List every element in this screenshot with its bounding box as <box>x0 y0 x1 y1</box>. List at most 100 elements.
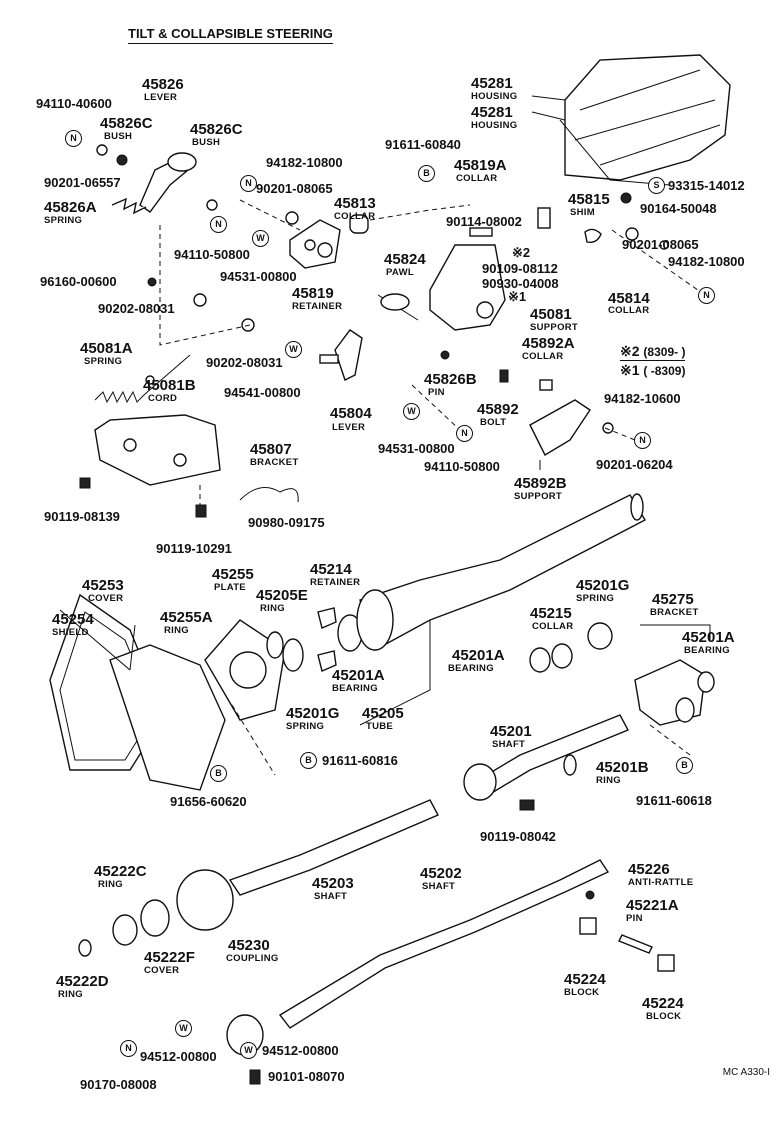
symbol-b-1: B <box>418 165 435 182</box>
part-45826b: 45826B <box>424 371 477 388</box>
part-45226-name: ANTI-RATTLE <box>628 877 694 888</box>
part-45254-name: SHIELD <box>52 627 89 638</box>
part-91611-60816: 91611-60816 <box>322 753 398 768</box>
part-45819-name: RETAINER <box>292 301 343 312</box>
symbol-n-3: N <box>65 130 82 147</box>
part-90201-06204: 90201-06204 <box>596 457 673 472</box>
symbol-n-6: N <box>456 425 473 442</box>
part-45892a-name: COLLAR <box>522 351 564 362</box>
part-96160-00600: 96160-00600 <box>40 274 117 289</box>
part-45222d-name: RING <box>58 989 83 1000</box>
part-45221a-name: PIN <box>626 913 643 924</box>
symbol-n-4: N <box>240 175 257 192</box>
part-45226: 45226 <box>628 861 670 878</box>
symbol-b-2: B <box>300 752 317 769</box>
part-45281-b-name: HOUSING <box>471 120 518 131</box>
part-45201a-c: 45201A <box>682 629 735 646</box>
part-45826c-a: 45826C <box>100 115 153 132</box>
part-90109-08112: 90109-08112 <box>482 261 558 276</box>
part-45804: 45804 <box>330 405 372 422</box>
part-45281-a: 45281 <box>471 75 513 92</box>
housing-drawing <box>559 54 731 186</box>
part-45081-name: SUPPORT <box>530 322 579 333</box>
legend-mark-2: ※2 (8309- ) <box>620 343 686 359</box>
part-45814: 45814 <box>608 290 650 307</box>
diagram-title: TILT & COLLAPSIBLE STEERING <box>128 26 333 44</box>
part-45254: 45254 <box>52 611 94 628</box>
part-45892: 45892 <box>477 401 519 418</box>
part-90201-08065-a: 90201-08065 <box>256 181 333 196</box>
symbol-n-1: N <box>698 287 715 304</box>
part-45253-name: COVER <box>88 593 124 604</box>
part-45205e: 45205E <box>256 587 308 604</box>
part-45201: 45201 <box>490 723 532 740</box>
part-90119-08042: 90119-08042 <box>480 829 556 844</box>
symbol-w-5: W <box>240 1042 257 1059</box>
part-45281-a-name: HOUSING <box>471 91 518 102</box>
mark-1-label: ※1 <box>508 289 527 304</box>
part-90202-08031-b: 90202-08031 <box>206 355 283 370</box>
part-45255a-name: RING <box>164 625 189 636</box>
part-45826c-a-name: BUSH <box>104 131 133 142</box>
part-90119-08139: 90119-08139 <box>44 509 120 524</box>
part-45815-name: SHIM <box>570 207 595 218</box>
part-94182-10800-b: 94182-10800 <box>668 254 745 269</box>
part-45201b: 45201B <box>596 759 649 776</box>
part-94110-50800-a: 94110-50800 <box>174 247 250 262</box>
part-45202-name: SHAFT <box>422 881 456 892</box>
part-45813: 45813 <box>334 195 376 212</box>
part-45819: 45819 <box>292 285 334 302</box>
symbol-w-3: W <box>403 403 420 420</box>
part-45826: 45826 <box>142 76 184 93</box>
part-45222d: 45222D <box>56 973 109 990</box>
part-94110-50800-b: 94110-50800 <box>424 459 500 474</box>
part-45253: 45253 <box>82 577 124 594</box>
part-45201a-c-name: BEARING <box>684 645 730 656</box>
part-45826c-b-name: BUSH <box>192 137 221 148</box>
part-45224-b: 45224 <box>642 995 684 1012</box>
part-94110-40600: 94110-40600 <box>36 96 112 111</box>
symbol-w-1: W <box>252 230 269 247</box>
part-45201a-b: 45201A <box>452 647 505 664</box>
part-45221a: 45221A <box>626 897 679 914</box>
part-45201g-a-name: SPRING <box>286 721 325 732</box>
part-45255a: 45255A <box>160 609 213 626</box>
part-90164-50048: 90164-50048 <box>640 201 717 216</box>
part-90114-08002: 90114-08002 <box>446 214 522 229</box>
part-45824-name: PAWL <box>386 267 414 278</box>
part-94512-00800-b: 94512-00800 <box>262 1043 339 1058</box>
part-45205e-name: RING <box>260 603 285 614</box>
part-45201g-b: 45201G <box>576 577 630 594</box>
legend-mark-1: ※1 ( -8309) <box>620 360 686 378</box>
part-45201b-name: RING <box>596 775 621 786</box>
part-45081b: 45081B <box>143 377 196 394</box>
part-45892b-name: SUPPORT <box>514 491 563 502</box>
part-45892b: 45892B <box>514 475 567 492</box>
part-45201a-b-name: BEARING <box>448 663 494 674</box>
part-45215: 45215 <box>530 605 572 622</box>
part-45214-name: RETAINER <box>310 577 361 588</box>
part-45205-name: TUBE <box>366 721 394 732</box>
part-45081: 45081 <box>530 306 572 323</box>
part-90201-06557: 90201-06557 <box>44 175 121 190</box>
part-45203: 45203 <box>312 875 354 892</box>
part-45255-name: PLATE <box>214 582 246 593</box>
symbol-s: S <box>648 177 665 194</box>
part-94531-00800-b: 94531-00800 <box>378 441 455 456</box>
part-93315-14012: 93315-14012 <box>668 178 745 193</box>
symbol-w-2: W <box>285 341 302 358</box>
part-45826b-name: PIN <box>428 387 445 398</box>
part-45826c-b: 45826C <box>190 121 243 138</box>
part-45224-a-name: BLOCK <box>564 987 600 998</box>
symbol-w-4: W <box>175 1020 192 1037</box>
part-45281-b: 45281 <box>471 104 513 121</box>
part-94182-10600: 94182-10600 <box>604 391 681 406</box>
part-45826a-name: SPRING <box>44 215 83 226</box>
part-45826-name: LEVER <box>144 92 178 103</box>
part-45205: 45205 <box>362 705 404 722</box>
part-91656-60620: 91656-60620 <box>170 794 247 809</box>
part-45814-name: COLLAR <box>608 305 650 316</box>
part-45224-a: 45224 <box>564 971 606 988</box>
